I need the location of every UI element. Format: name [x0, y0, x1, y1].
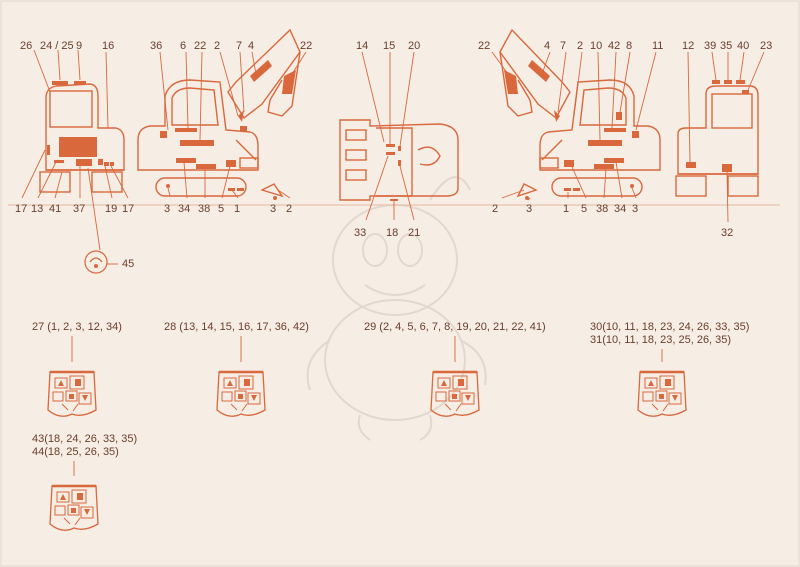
- callout-26: 26: [20, 40, 32, 52]
- kit-27: 27 (1, 2, 3, 12, 34): [32, 321, 122, 418]
- callout-41: 41: [49, 203, 61, 215]
- callout-2c: 2: [577, 40, 583, 52]
- right-side-leaders: [491, 51, 657, 201]
- callout-3c: 3: [526, 203, 532, 215]
- left-side-decals: [160, 60, 296, 200]
- top-view-leaders: [361, 51, 415, 221]
- callout-45: 45: [122, 258, 134, 270]
- callout-4: 4: [248, 40, 254, 52]
- callout-22: 22: [194, 40, 206, 52]
- kit-30-label: 30(10, 11, 18, 23, 24, 26, 33, 35): [590, 321, 749, 333]
- callout-22b: 22: [300, 40, 312, 52]
- callout-5: 5: [218, 203, 224, 215]
- callout-3: 3: [164, 203, 170, 215]
- top-view-machine: [339, 119, 459, 201]
- callout-34b: 34: [614, 203, 626, 215]
- callout-7b: 7: [560, 40, 566, 52]
- callout-9: 9: [76, 40, 82, 52]
- top-view-decals: [386, 144, 401, 201]
- callout-2b: 2: [286, 203, 292, 215]
- callout-2: 2: [214, 40, 220, 52]
- callout-15: 15: [383, 40, 395, 52]
- callout-18: 18: [386, 227, 398, 239]
- callout-38: 38: [198, 203, 210, 215]
- callout-34: 34: [178, 203, 190, 215]
- rear-view-decals: [47, 81, 114, 166]
- callout-36: 36: [150, 40, 162, 52]
- kit-31-label: 31(10, 11, 18, 23, 25, 26, 35): [590, 334, 731, 346]
- callout-14: 14: [356, 40, 368, 52]
- callout-19: 19: [105, 203, 117, 215]
- callout-37: 37: [73, 203, 85, 215]
- callout-4b: 4: [544, 40, 550, 52]
- kit-43-label: 43(18, 24, 26, 33, 35): [32, 433, 137, 445]
- kit-28-label: 28 (13, 14, 15, 16, 17, 36, 42): [164, 321, 309, 333]
- front-view-decals: [686, 80, 749, 172]
- front-view-leaders: [687, 51, 765, 223]
- kit-27-label: 27 (1, 2, 3, 12, 34): [32, 321, 122, 333]
- callout-10: 10: [590, 40, 602, 52]
- rear-view-leaders: [21, 49, 129, 251]
- callout-35: 35: [720, 40, 732, 52]
- kit-30-31: 30(10, 11, 18, 23, 24, 26, 33, 35) 31(10…: [590, 321, 749, 418]
- callout-6: 6: [180, 40, 186, 52]
- callout-8: 8: [626, 40, 632, 52]
- callout-32: 32: [721, 227, 733, 239]
- callout-1b: 1: [563, 203, 569, 215]
- callout-21: 21: [408, 227, 420, 239]
- kit-43-44: 43(18, 24, 26, 33, 35) 44(18, 25, 26, 35…: [32, 433, 137, 532]
- callout-23: 23: [760, 40, 772, 52]
- front-view-machine: [675, 85, 759, 197]
- callout-1: 1: [234, 203, 240, 215]
- callout-17: 17: [15, 203, 27, 215]
- callout-24-25: 24 / 25: [40, 40, 74, 52]
- callout-3b: 3: [270, 203, 276, 215]
- callout-20: 20: [408, 40, 420, 52]
- callout-17b: 17: [122, 203, 134, 215]
- unit-badge-45: [84, 250, 118, 274]
- callout-5b: 5: [581, 203, 587, 215]
- callout-38b: 38: [596, 203, 608, 215]
- callout-16: 16: [102, 40, 114, 52]
- callout-33: 33: [354, 227, 366, 239]
- rear-view-machine: [39, 83, 125, 193]
- callout-39: 39: [704, 40, 716, 52]
- callout-22c: 22: [478, 40, 490, 52]
- kit-28: 28 (13, 14, 15, 16, 17, 36, 42): [164, 321, 309, 418]
- right-side-machine: [499, 28, 661, 198]
- kit-29: 29 (2, 4, 5, 6, 7, 8, 19, 20, 21, 22, 41…: [364, 321, 546, 418]
- callout-3d: 3: [632, 203, 638, 215]
- callout-40: 40: [737, 40, 749, 52]
- callout-13: 13: [31, 203, 43, 215]
- right-side-decals: [504, 60, 639, 200]
- callout-7: 7: [236, 40, 242, 52]
- kit-44-label: 44(18, 25, 26, 35): [32, 446, 119, 458]
- callout-42: 42: [608, 40, 620, 52]
- callout-11: 11: [652, 40, 663, 52]
- left-side-leaders: [159, 51, 307, 200]
- callout-2d: 2: [492, 203, 498, 215]
- kit-29-label: 29 (2, 4, 5, 6, 7, 8, 19, 20, 21, 22, 41…: [364, 321, 546, 333]
- callout-12: 12: [682, 40, 694, 52]
